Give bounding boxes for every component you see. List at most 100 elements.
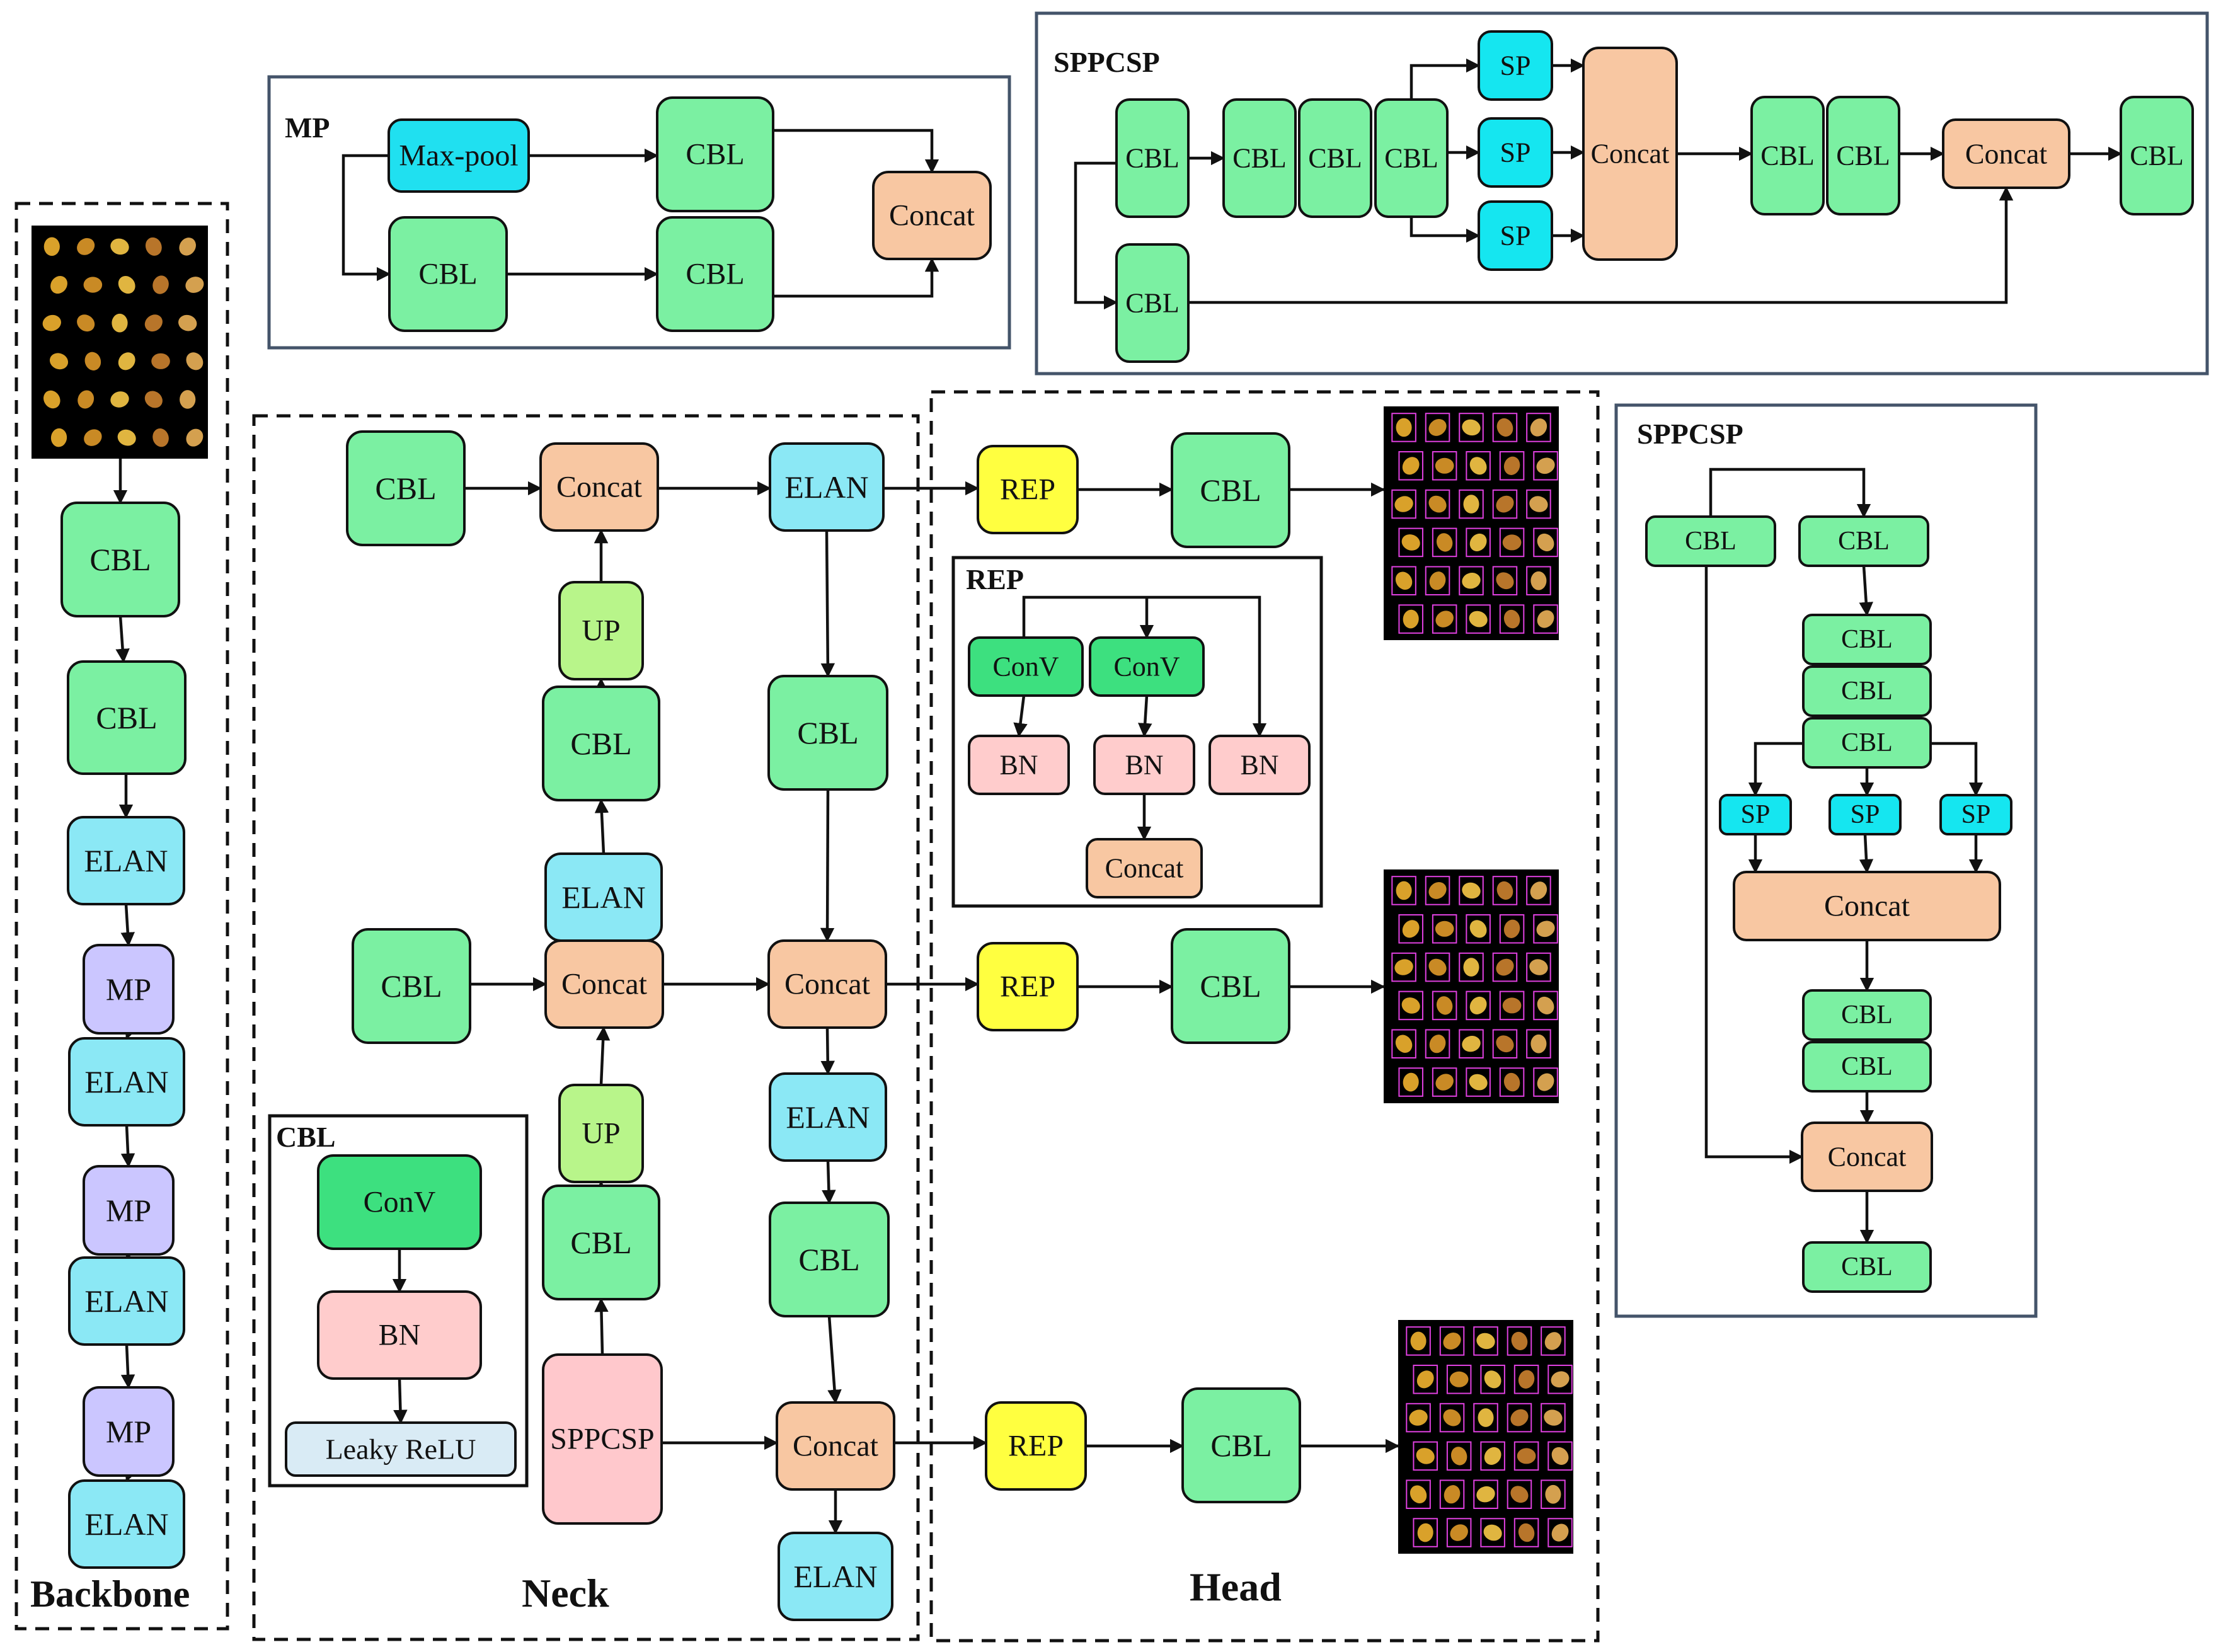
edge-arrow-64 <box>1748 742 1803 797</box>
neck-cbl-2: CBL <box>542 1185 660 1300</box>
sppcsp-top-sp-1: SP <box>1478 30 1553 101</box>
mp-concat: Concat <box>872 171 992 260</box>
neck-sppcsp: SPPCSP <box>542 1353 663 1525</box>
neck-cbl-1-label: CBL <box>570 726 631 761</box>
sppcsp-top-sp-3-label: SP <box>1500 221 1531 251</box>
sppcsp-top-sp-2: SP <box>1478 117 1553 188</box>
backbone-elan-1-label: ELAN <box>84 843 168 878</box>
neck-concat-right-1: Concat <box>767 939 887 1029</box>
sppcsp-right-cbl-after-2-label: CBL <box>1841 1052 1893 1081</box>
head-frame <box>929 390 1600 1643</box>
neck-elan-right: ELAN <box>769 1072 887 1162</box>
neck-elan-mid-label: ELAN <box>561 880 645 915</box>
cbl-module-activation-label: Leaky ReLU <box>326 1433 476 1466</box>
sppcsp-right-sp-2: SP <box>1828 794 1902 835</box>
sppcsp-right-frame <box>1614 403 2038 1318</box>
edge-arrow-39 <box>594 1297 609 1355</box>
sppcsp-right-cbl-out-label: CBL <box>1841 1253 1893 1282</box>
mp-cbl-bottom-label: CBL <box>686 258 744 291</box>
edge-arrow-13 <box>773 129 939 174</box>
neck-up-1-label: UP <box>582 614 620 648</box>
sppcsp-top-cbl-b: CBL <box>1298 98 1372 218</box>
neck-up-2: UP <box>558 1084 644 1183</box>
backbone-elan-3: ELAN <box>68 1256 185 1346</box>
cbl-module-conv: ConV <box>317 1154 482 1250</box>
sppcsp-right-concat-2-label: Concat <box>1828 1142 1907 1173</box>
rep-module-frame <box>951 556 1323 908</box>
edge-arrow-19 <box>1409 217 1481 243</box>
sppcsp-top-cbl-bypass: CBL <box>1115 243 1190 363</box>
sppcsp-top-sp-1-label: SP <box>1500 50 1531 81</box>
edge-arrow-41 <box>820 789 835 943</box>
neck-cbl-right-1-label: CBL <box>797 715 858 750</box>
rep-module-concat-label: Concat <box>1105 853 1184 884</box>
backbone-elan-2-label: ELAN <box>84 1064 168 1099</box>
head-cbl-2-label: CBL <box>1200 968 1261 1004</box>
sppcsp-right-cbl-stack-1-label: CBL <box>1841 625 1893 654</box>
sppcsp-right-cbl-left: CBL <box>1645 515 1776 567</box>
head-cbl-1-label: CBL <box>1200 473 1261 508</box>
sppcsp-right-cbl-after-2: CBL <box>1802 1041 1932 1093</box>
edge-arrow-58 <box>1013 695 1028 738</box>
sppcsp-top-cbl-d: CBL <box>1750 96 1825 215</box>
mp-maxpool-box-label: Max-pool <box>399 139 518 173</box>
neck-cbl-right-2: CBL <box>769 1202 890 1317</box>
backbone-mp-3: MP <box>83 1386 175 1477</box>
sppcsp-right-cbl-stack-3: CBL <box>1802 717 1932 769</box>
sppcsp-top-cbl-in: CBL <box>1115 98 1190 218</box>
neck-concat-mid-label: Concat <box>561 968 648 1001</box>
backbone-cbl-2-label: CBL <box>96 700 157 735</box>
edge-arrow-26 <box>1188 186 2014 304</box>
sppcsp-top-cbl-d-label: CBL <box>1760 141 1815 171</box>
mp-cbl-left-label: CBL <box>418 258 477 291</box>
rep-module-bn-3-label: BN <box>1240 750 1278 781</box>
backbone-mp-2: MP <box>83 1165 175 1256</box>
sppcsp-right-cbl-stack-1: CBL <box>1802 614 1932 665</box>
neck-cbl-right-2-label: CBL <box>798 1242 859 1277</box>
backbone-mp-3-label: MP <box>106 1414 151 1449</box>
sppcsp-top-cbl-c-label: CBL <box>1384 143 1438 174</box>
cbl-module-bn: BN <box>317 1290 482 1380</box>
edge-arrow-65 <box>1931 742 1983 797</box>
sppcsp-top-cbl-e-label: CBL <box>1836 141 1890 171</box>
edge-arrow-4 <box>120 903 135 947</box>
neck-cbl-1: CBL <box>542 685 660 801</box>
backbone-cbl-1-label: CBL <box>89 542 151 577</box>
head-title: Head <box>1190 1564 1282 1609</box>
neck-concat-top: Concat <box>539 442 659 532</box>
neck-elan-right-label: ELAN <box>786 1099 870 1135</box>
neck-concat-right-2-label: Concat <box>793 1430 879 1463</box>
sppcsp-top-cbl-a-label: CBL <box>1232 143 1287 174</box>
detection-output-large <box>1384 406 1559 640</box>
rep-module-title: REP <box>966 563 1024 595</box>
backbone-elan-1: ELAN <box>67 816 185 905</box>
corn-kernels-image <box>32 226 208 459</box>
sppcsp-top-cbl-c: CBL <box>1374 98 1449 218</box>
rep-module-bn-1: BN <box>968 735 1070 795</box>
edge-arrow-72 <box>1704 566 1804 1164</box>
neck-up-2-label: UP <box>582 1117 620 1150</box>
sppcsp-top-sp-2-label: SP <box>1500 137 1531 168</box>
head-rep-3: REP <box>985 1401 1087 1491</box>
sppcsp-right-sp-1-label: SP <box>1741 800 1771 829</box>
mp-concat-label: Concat <box>889 199 975 232</box>
detection-output-medium <box>1384 869 1559 1103</box>
backbone-elan-3-label: ELAN <box>84 1283 168 1319</box>
head-cbl-1: CBL <box>1171 432 1290 548</box>
sppcsp-right-concat-2: Concat <box>1801 1121 1933 1192</box>
edge-arrow-15 <box>1074 161 1118 310</box>
backbone-elan-4: ELAN <box>68 1479 185 1569</box>
cbl-module-activation: Leaky ReLU <box>285 1421 517 1477</box>
cbl-module-title: CBL <box>276 1121 336 1153</box>
neck-elan-bottom-label: ELAN <box>793 1559 877 1594</box>
edge-arrow-62 <box>1859 565 1873 617</box>
mp-module-frame <box>267 75 1011 350</box>
sppcsp-top-cbl-in-label: CBL <box>1125 143 1180 174</box>
edge-arrow-43 <box>822 1160 836 1205</box>
sppcsp-top-frame <box>1035 11 2209 376</box>
neck-cbl-top-left: CBL <box>346 430 466 546</box>
neck-cbl-mid-left: CBL <box>352 928 471 1044</box>
mp-maxpool-box: Max-pool <box>388 118 530 193</box>
rep-module-bn-3: BN <box>1208 735 1311 795</box>
